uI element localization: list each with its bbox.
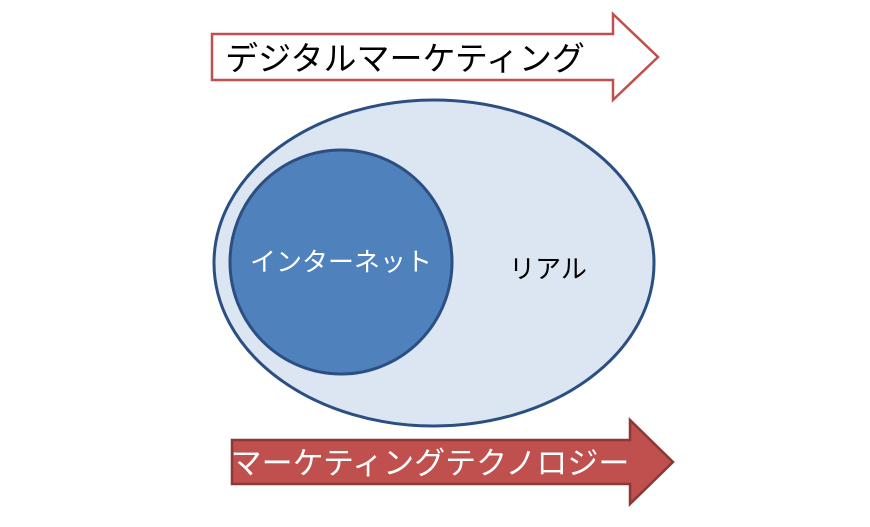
marketing-technology-arrow: マーケティングテクノロジー — [230, 417, 675, 507]
marketing-technology-label: マーケティングテクノロジー — [231, 446, 630, 482]
marketing-technology-arrow-shape — [230, 417, 675, 507]
internet-label: インターネット — [250, 248, 432, 278]
internet-circle — [228, 148, 454, 376]
internet-set: インターネット — [228, 148, 454, 376]
real-label: リアル — [509, 255, 587, 285]
digital-marketing-label: デジタルマーケティング — [225, 39, 585, 78]
digital-marketing-arrow-shape — [210, 11, 660, 103]
digital-marketing-arrow: デジタルマーケティング — [210, 11, 660, 103]
